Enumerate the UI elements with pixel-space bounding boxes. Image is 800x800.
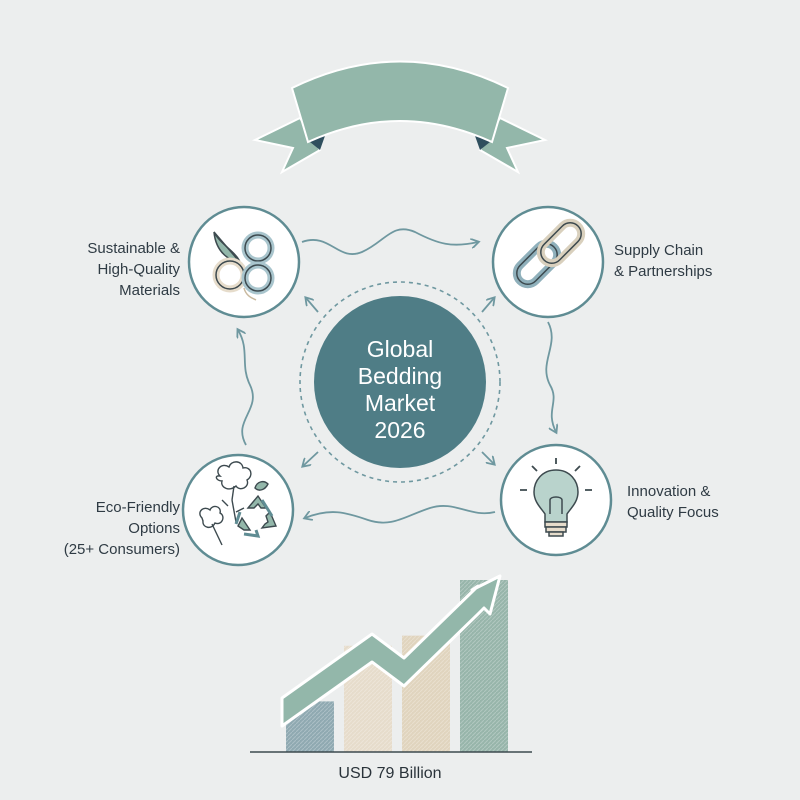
center-title-line-3: Market bbox=[364, 390, 436, 416]
lightbulb-icon bbox=[520, 458, 592, 537]
materials-label-line-3: Materials bbox=[119, 282, 180, 299]
materials-node-ring bbox=[187, 205, 301, 319]
innovation-label: Innovation & Quality Focus bbox=[627, 481, 787, 523]
market-size-caption: USD 79 Billion bbox=[338, 765, 442, 782]
supply-label: Supply Chain & Partnerships bbox=[614, 240, 784, 282]
chain-link-icon bbox=[512, 218, 586, 289]
ribbon-banner bbox=[251, 60, 549, 175]
eco-label-line-2: Options bbox=[128, 520, 180, 537]
center-title: Global Bedding Market 2026 bbox=[310, 315, 490, 465]
cotton-recycle-icon bbox=[199, 461, 278, 546]
center-title-line-2: Bedding bbox=[357, 363, 443, 389]
innovation-label-line-1: Innovation & bbox=[627, 483, 711, 500]
connector-arrows bbox=[238, 228, 556, 524]
center-node bbox=[299, 281, 501, 483]
leaf-chain-icon bbox=[212, 231, 275, 301]
innovation-label-line-2: Quality Focus bbox=[627, 504, 719, 521]
materials-label-line-1: Sustainable & bbox=[87, 240, 180, 257]
supply-label-line-1: Supply Chain bbox=[614, 242, 704, 259]
materials-label-line-2: High-Quality bbox=[97, 261, 180, 278]
center-title-line-4: 2026 bbox=[374, 417, 426, 443]
eco-label-line-1: Eco-Friendly bbox=[95, 499, 180, 516]
arrow-center-to-eco bbox=[303, 451, 319, 466]
arrow-center-to-supply bbox=[481, 298, 494, 313]
arrow-supply-to-innovation bbox=[545, 321, 556, 432]
eco-label: Eco-Friendly Options (25+ Consumers) bbox=[20, 497, 180, 560]
growth-chart bbox=[250, 574, 532, 753]
supply-label-line-2: & Partnerships bbox=[614, 263, 713, 280]
arrow-innovation-to-eco bbox=[305, 505, 496, 524]
arrow-eco-to-materials bbox=[238, 330, 254, 446]
arrow-center-to-innovation bbox=[481, 451, 494, 464]
arrow-center-to-materials bbox=[306, 298, 319, 313]
arrow-materials-to-supply bbox=[301, 228, 478, 255]
trend-arrow bbox=[280, 574, 502, 728]
center-title-line-1: Global bbox=[366, 336, 434, 362]
materials-label: Sustainable & High-Quality Materials bbox=[40, 238, 180, 301]
eco-label-line-3: (25+ Consumers) bbox=[63, 541, 180, 558]
